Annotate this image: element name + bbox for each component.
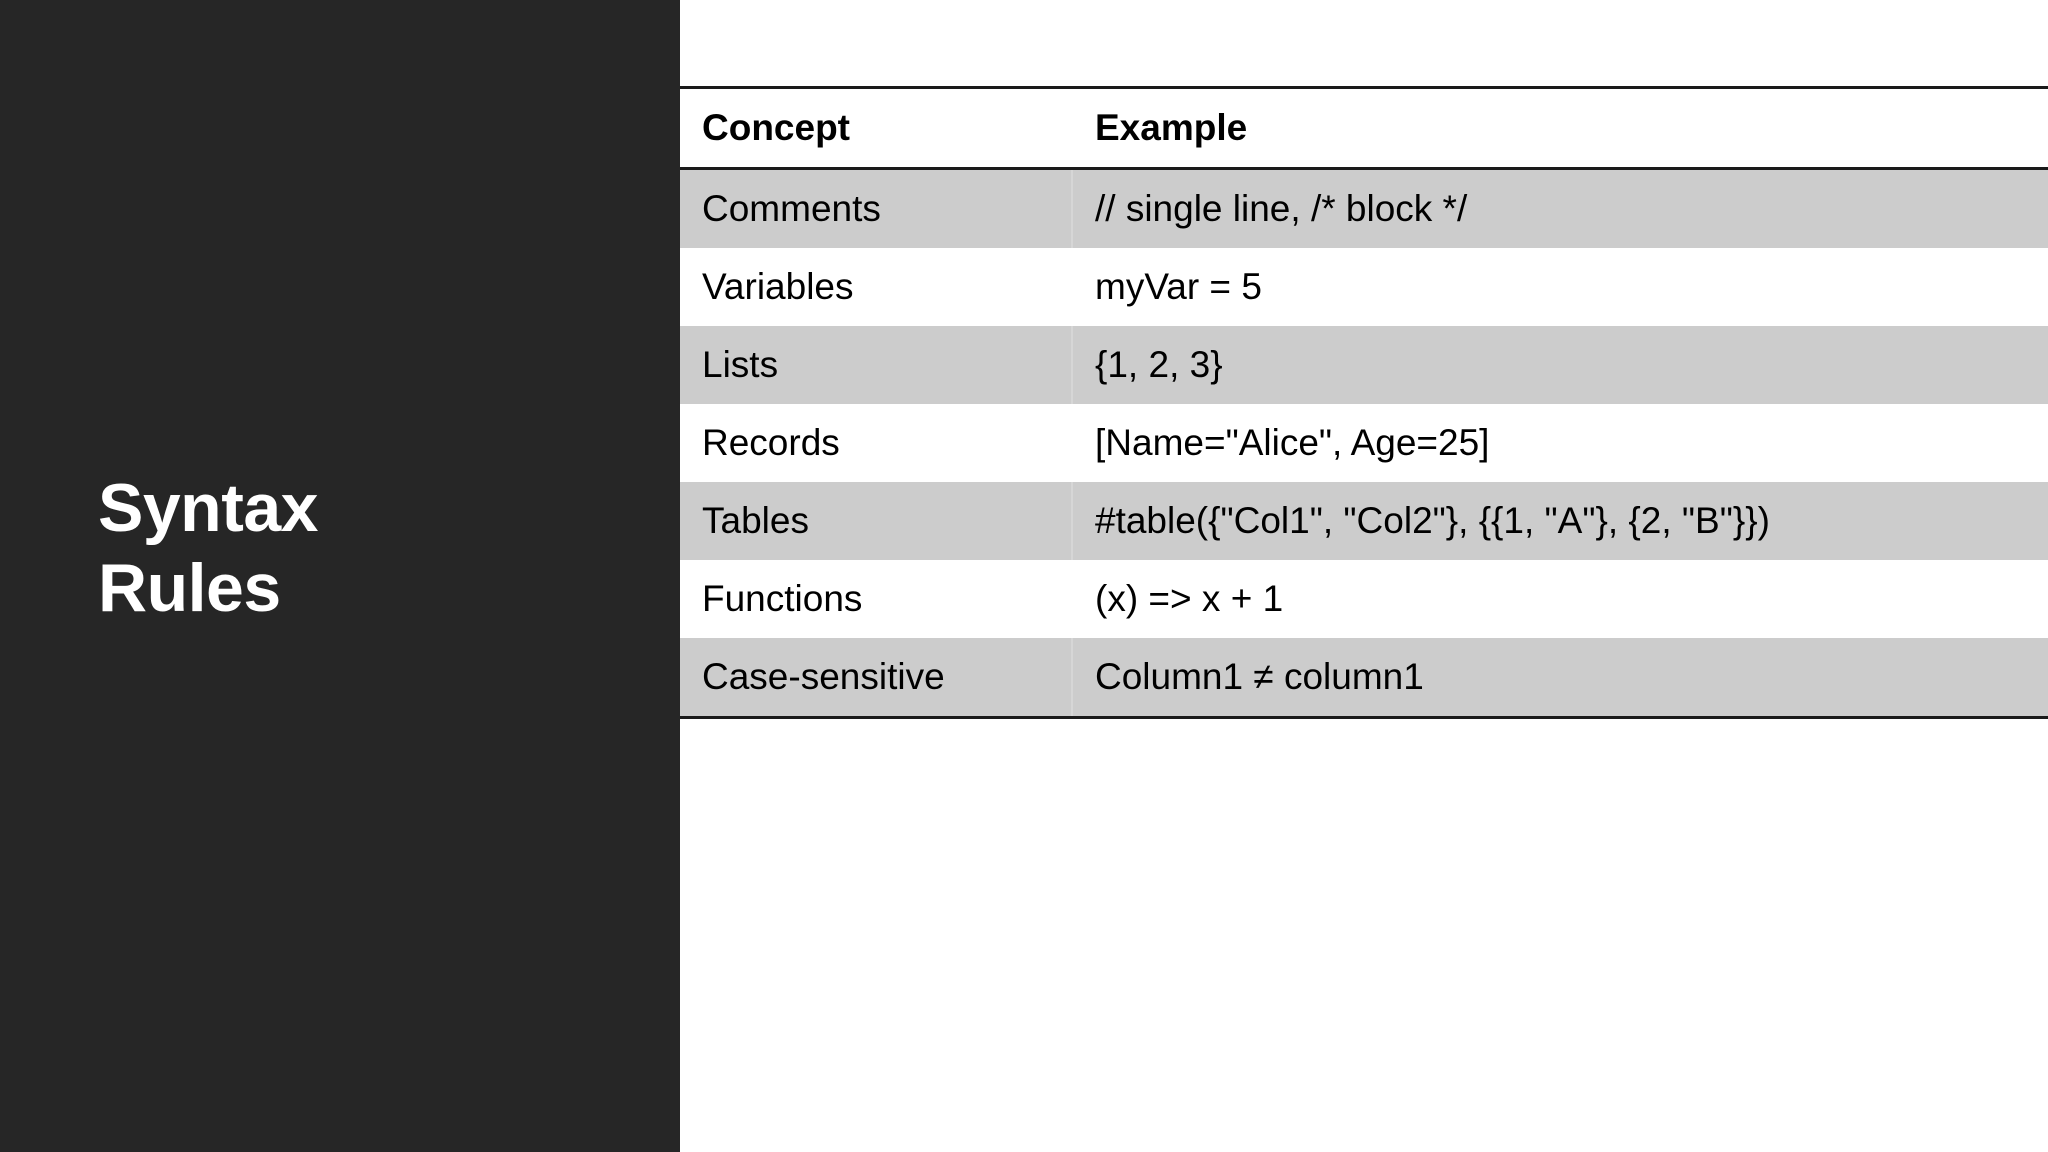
table-row: Lists {1, 2, 3} [680,326,2048,404]
table-body: Comments // single line, /* block */ Var… [680,168,2048,718]
table-row: Variables myVar = 5 [680,248,2048,326]
cell-example: myVar = 5 [1071,248,2048,326]
cell-concept: Variables [680,248,1072,326]
table-header-row: Concept Example [680,87,2048,170]
column-header-concept: Concept [680,87,1072,170]
syntax-table-container: Concept Example Comments // single line,… [680,86,2048,719]
cell-concept: Comments [680,168,1072,248]
cell-example: #table({"Col1", "Col2"}, {{1, "A"}, {2, … [1071,482,2048,560]
column-header-example: Example [1071,87,2048,170]
cell-example: {1, 2, 3} [1071,326,2048,404]
cell-concept: Records [680,404,1072,482]
slide-title-line-2: Rules [98,550,281,626]
syntax-table: Concept Example Comments // single line,… [680,86,2048,719]
cell-concept: Functions [680,560,1072,638]
cell-concept: Tables [680,482,1072,560]
cell-example: Column1 ≠ column1 [1071,638,2048,718]
cell-example: (x) => x + 1 [1071,560,2048,638]
cell-example: // single line, /* block */ [1071,168,2048,248]
slide-title-line-1: Syntax [98,470,319,546]
table-row: Case-sensitive Column1 ≠ column1 [680,638,2048,718]
cell-concept: Lists [680,326,1072,404]
table-row: Comments // single line, /* block */ [680,168,2048,248]
title-panel: Syntax Rules [0,0,680,1152]
table-header: Concept Example [680,87,2048,170]
table-row: Records [Name="Alice", Age=25] [680,404,2048,482]
table-row: Tables #table({"Col1", "Col2"}, {{1, "A"… [680,482,2048,560]
table-row: Functions (x) => x + 1 [680,560,2048,638]
cell-example: [Name="Alice", Age=25] [1071,404,2048,482]
cell-concept: Case-sensitive [680,638,1072,718]
slide-title: Syntax Rules [98,468,638,628]
